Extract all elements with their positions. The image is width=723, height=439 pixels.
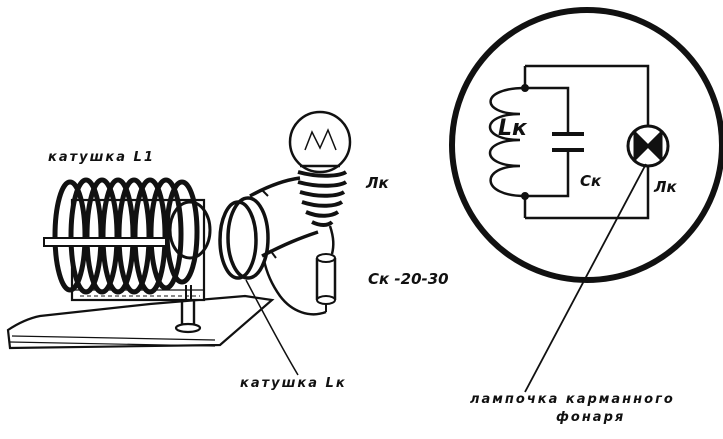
circuit-schematic: [449, 7, 723, 393]
lamp-caption-line2: фонаря: [556, 410, 626, 425]
coil-lk: [218, 196, 270, 280]
lamp-symbol: [626, 124, 670, 168]
apparatus-illustration: [6, 110, 352, 376]
capacitor-rating-label: Ск -20-30: [368, 270, 449, 288]
inductor-symbol: [488, 86, 526, 198]
lamp-caption-line1: лампочка карманного: [470, 392, 675, 407]
coil-l1-turns: [52, 177, 200, 295]
schematic-capacitor-label: Ск: [580, 172, 602, 190]
coil-lk-label: катушка Lк: [240, 376, 347, 391]
schematic-inductor-label: Lк: [498, 116, 527, 141]
schematic-lamp-label: Лк: [654, 178, 677, 196]
capacitor-ck: [315, 253, 337, 312]
lamp-bulb: [288, 110, 352, 227]
coil-l1-label: катушка L1: [48, 150, 155, 165]
schematic-circle: [449, 7, 723, 283]
base-board: [6, 294, 275, 350]
lamp-label: Лк: [366, 174, 389, 192]
capacitor-symbol: [552, 132, 584, 152]
